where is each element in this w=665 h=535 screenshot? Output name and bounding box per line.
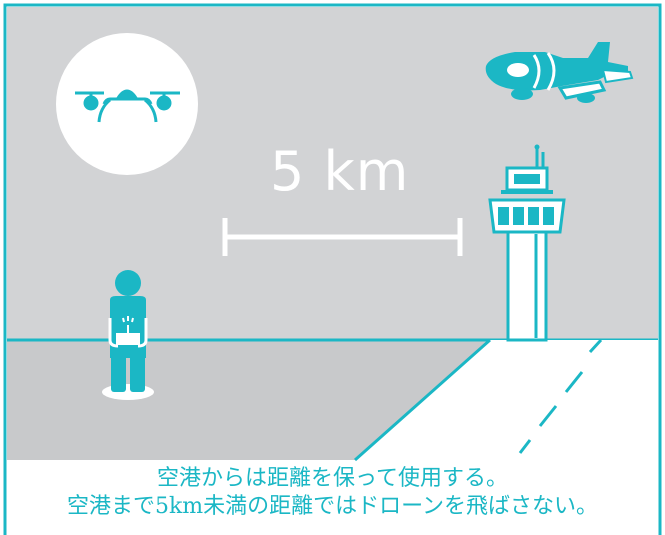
airplane-icon: [485, 42, 634, 103]
drone-icon: [56, 33, 198, 175]
distance-ruler-icon: [222, 218, 463, 256]
distance-label: 5 km: [270, 140, 410, 203]
caption-line-1: 空港からは距離を保って使用する。: [157, 466, 508, 491]
runway-icon: [354, 338, 658, 462]
frame-border: [3, 3, 662, 535]
caption-line-2: 空港まで5km未満の距離ではドローンを飛ばさない。: [66, 494, 599, 519]
remote-controller-icon: [116, 316, 140, 345]
control-tower-icon: [488, 144, 566, 342]
